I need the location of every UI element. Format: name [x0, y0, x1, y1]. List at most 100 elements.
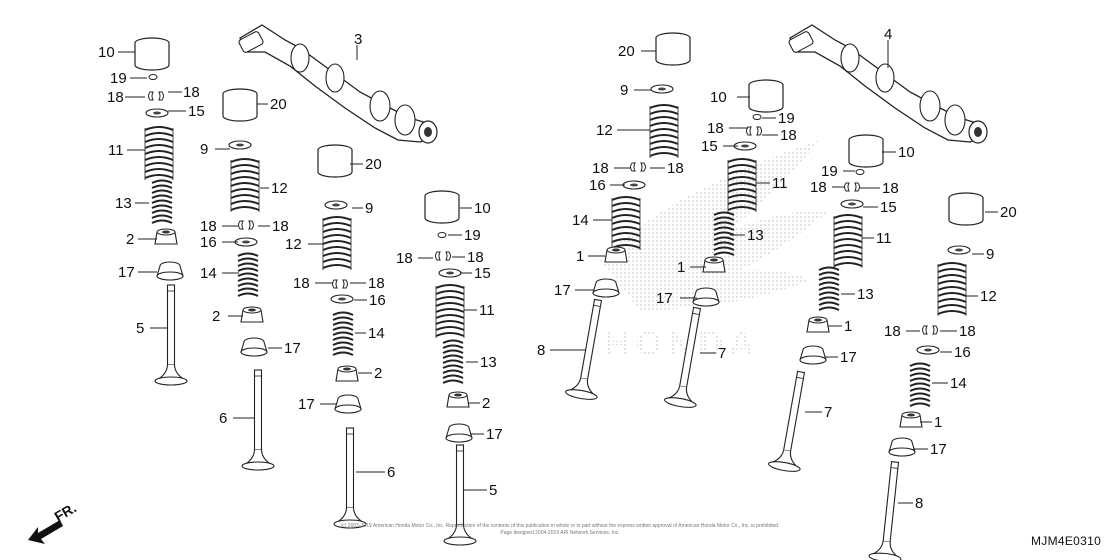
callout: 7 — [718, 345, 726, 362]
callout: 19 — [464, 227, 481, 244]
valve-stack-7 — [767, 134, 884, 474]
callout: 15 — [188, 103, 205, 120]
callout: 19 — [821, 163, 838, 180]
callout: 10 — [710, 89, 727, 106]
callout: 15 — [880, 199, 897, 216]
callout: 17 — [118, 264, 135, 281]
callout: 18 — [272, 218, 289, 235]
callout: 17 — [298, 396, 315, 413]
leader-lines — [118, 40, 998, 504]
callout: 11 — [479, 302, 495, 319]
callout: 2 — [126, 231, 134, 248]
valve-stack-4 — [424, 190, 477, 546]
front-direction-arrow: FR. — [28, 499, 79, 544]
callout: 1 — [677, 259, 685, 276]
callout: 19 — [110, 70, 127, 87]
callout: 18 — [707, 120, 724, 137]
valve-stack-1 — [134, 37, 188, 386]
callout: 14 — [572, 212, 589, 229]
camshaft-4[interactable] — [788, 24, 988, 144]
callout: 18 — [107, 89, 124, 106]
callout: 18 — [368, 275, 385, 292]
callout: 13 — [480, 354, 497, 371]
callout: 8 — [915, 495, 923, 512]
callout: 1 — [934, 414, 942, 431]
callout: 5 — [489, 482, 497, 499]
callout: 17 — [486, 426, 503, 443]
callout: 3 — [354, 31, 362, 48]
watermark-text: HONDA — [605, 325, 760, 363]
callout: 9 — [620, 82, 628, 99]
callout: 18 — [396, 250, 413, 267]
direction-label: FR. — [52, 499, 80, 524]
callout: 5 — [136, 320, 144, 337]
callout: 14 — [368, 325, 385, 342]
callout: 7 — [824, 404, 832, 421]
valve-stack-2 — [222, 88, 275, 471]
callout: 15 — [474, 265, 491, 282]
callout: 9 — [365, 200, 373, 217]
callout: 18 — [959, 323, 976, 340]
callout: 17 — [656, 290, 673, 307]
callout: 10 — [98, 44, 115, 61]
diagram-code: MJM4E0310 — [1031, 534, 1101, 548]
callout: 13 — [115, 195, 132, 212]
callout: 16 — [200, 234, 217, 251]
callout: 2 — [482, 395, 490, 412]
callout: 17 — [930, 441, 947, 458]
callout: 16 — [954, 344, 971, 361]
callout: 6 — [219, 410, 227, 427]
callout: 16 — [369, 292, 386, 309]
callout: 8 — [537, 342, 545, 359]
callout: 17 — [554, 282, 571, 299]
callout: 20 — [618, 43, 635, 60]
callout: 9 — [200, 141, 208, 158]
camshaft-3[interactable] — [238, 24, 438, 144]
callout: 6 — [387, 464, 395, 481]
callout: 12 — [285, 236, 302, 253]
callout: 20 — [365, 156, 382, 173]
callout: 14 — [950, 375, 967, 392]
callout: 18 — [200, 218, 217, 235]
callout: 10 — [898, 144, 915, 161]
callout: 2 — [212, 308, 220, 325]
callout: 18 — [780, 127, 797, 144]
callout: 18 — [667, 160, 684, 177]
callout: 11 — [772, 175, 788, 192]
callout: 18 — [467, 249, 484, 266]
honda-wing-watermark: HONDA — [600, 140, 830, 363]
callout: 13 — [747, 227, 764, 244]
callout: 18 — [810, 179, 827, 196]
valve-stack-6 — [663, 79, 784, 410]
callout: 17 — [840, 349, 857, 366]
callout: 20 — [1000, 204, 1017, 221]
callout: 9 — [986, 246, 994, 263]
callout: 18 — [882, 180, 899, 197]
callout: 18 — [293, 275, 310, 292]
callout: 13 — [857, 286, 874, 303]
copyright-line-2: Page designed 2004-2019 ARI Network Serv… — [500, 530, 619, 536]
callout: 19 — [778, 110, 795, 127]
callout: 12 — [596, 122, 613, 139]
callout: 15 — [701, 138, 718, 155]
callout: 20 — [270, 96, 287, 113]
callout: 2 — [374, 365, 382, 382]
callout: 12 — [271, 180, 288, 197]
callout: 1 — [576, 248, 584, 265]
callout: 11 — [108, 142, 124, 159]
valve-stack-3 — [317, 144, 367, 529]
copyright-line-1: (c) 2003-2019 American Honda Motor Co., … — [341, 523, 780, 529]
callout: 18 — [183, 84, 200, 101]
callout: 12 — [980, 288, 997, 305]
callout: 17 — [284, 340, 301, 357]
callout: 18 — [592, 160, 609, 177]
callout: 18 — [884, 323, 901, 340]
callout: 1 — [844, 318, 852, 335]
callout: 11 — [876, 230, 892, 247]
callouts: 10 19 18 18 15 11 13 2 17 5 3 20 9 12 18… — [98, 26, 1017, 512]
callout: 14 — [200, 265, 217, 282]
callout: 4 — [884, 26, 892, 43]
callout: 16 — [589, 177, 606, 194]
